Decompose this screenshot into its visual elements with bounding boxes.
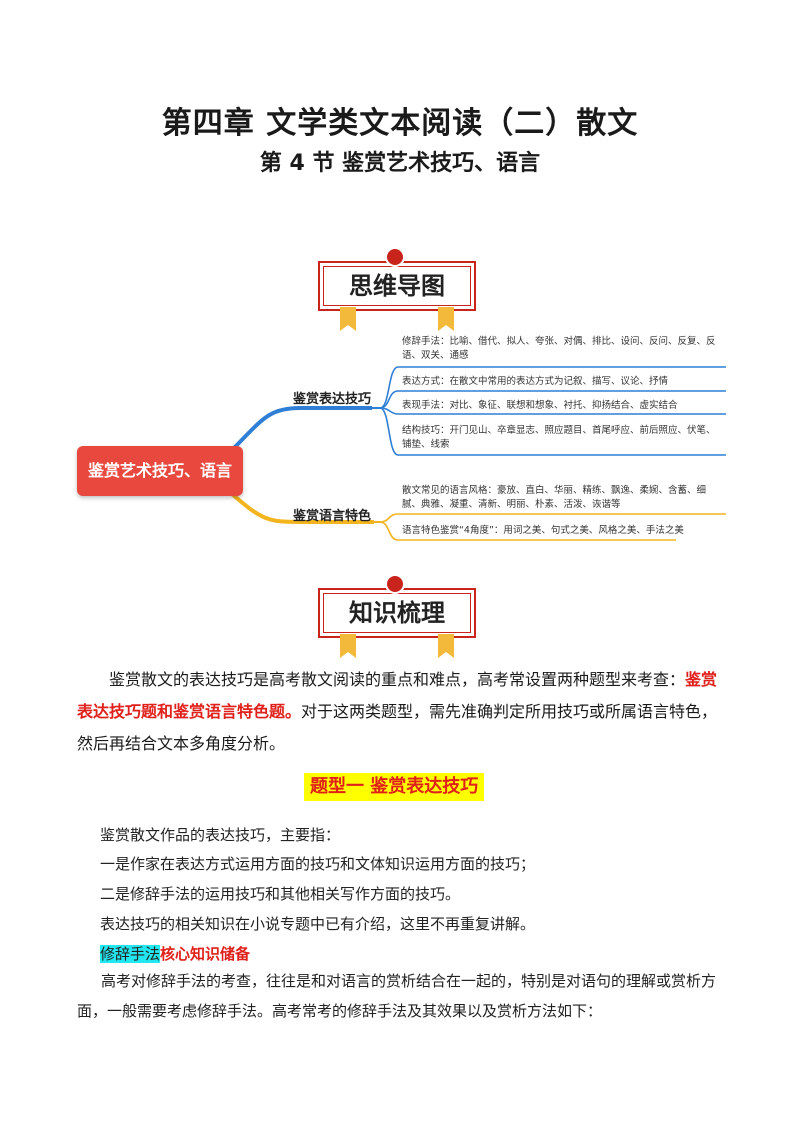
mindmap-branch-language: 鉴赏语言特色 [293,509,372,524]
mindmap-leaf: 修辞手法：比喻、借代、拟人、夸张、对偶、排比、设问、反问、反复、反语、双关、通感 [402,336,716,361]
pin-icon [387,576,403,592]
ribbon-icon [438,307,454,331]
banner-frame [318,588,476,638]
branch-connector-yellow [230,492,374,524]
section-title: 第 4 节 鉴赏艺术技巧、语言 [259,151,541,176]
knowledge-heading-text: 核心知识储备 [160,945,251,963]
leaf-connector [379,366,726,409]
leaf-connector [379,407,726,456]
branch-connector-blue [230,406,372,452]
mindmap-branch-expression: 鉴赏表达技巧 [293,392,372,407]
ribbon-icon [438,634,454,658]
mindmap-leaf: 语言特色鉴赏“4角度”：用词之美、句式之美、风格之美、手法之美 [402,525,684,536]
pin-icon [387,249,403,265]
knowledge-banner: 知识梳理 [318,576,476,658]
mindmap-root: 鉴赏艺术技巧、语言 [77,446,243,496]
body-line: 二是修辞手法的运用技巧和其他相关写作方面的技巧。 [100,885,461,903]
final-paragraph: 高考对修辞手法的考查，往往是和对语言的赏析结合在一起的，特别是对语句的理解或赏析… [77,972,717,1020]
knowledge-heading: 修辞手法核心知识储备 [100,943,250,964]
body-line: 一是作家在表达方式运用方面的技巧和文体知识运用方面的技巧； [100,855,536,873]
ribbon-icon [340,634,356,658]
mindmap-leaf: 结构技巧：开门见山、卒章显志、照应题目、首尾呼应、前后照应、伏笔、铺垫、线索 [402,425,716,450]
mindmap-leaf: 表达方式：在散文中常用的表达方式为记叙、描写、议论、抒情 [402,376,669,387]
ribbon-icon [340,307,356,331]
knowledge-heading-highlight: 修辞手法 [100,945,161,963]
intro-paragraph: 鉴赏散文的表达技巧是高考散文阅读的重点和难点，高考常设置两种题型来考查：鉴赏表达… [77,664,727,760]
mindmap-banner: 思维导图 [318,249,476,331]
mindmap-leaf: 散文常见的语言风格：豪放、直白、华丽、精练、飘逸、柔婉、含蓄、细腻、典雅、凝重、… [402,485,707,510]
mindmap-leaf: 表现手法：对比、象征、联想和想象、衬托、抑扬结合、虚实结合 [402,400,678,411]
intro-text: 鉴赏散文的表达技巧是高考散文阅读的重点和难点，高考常设置两种题型来考查： [109,670,686,689]
banner-title: 思维导图 [349,272,445,300]
mindmap-connectors [230,366,726,541]
banner-title: 知识梳理 [349,599,445,627]
leaf-connector [379,521,676,541]
banner-frame [318,261,476,311]
intro-text: 对于这两类题型，需先准确判定所用技巧或所属语言特色，然后再结合文本多角度分析。 [77,702,718,753]
body-line: 表达技巧的相关知识在小说专题中已有介绍，这里不再重复讲解。 [100,915,536,933]
leaf-connector [379,390,726,409]
type-heading: 题型一 鉴赏表达技巧 [304,773,485,801]
leaf-connector [379,513,726,523]
chapter-title: 第四章 文学类文本阅读（二）散文 [161,106,639,141]
intro-highlight: 鉴赏表达技巧题和鉴赏语言特色题。 [77,670,718,721]
body-line: 鉴赏散文作品的表达技巧，主要指： [100,826,341,844]
leaf-connector [379,407,726,415]
